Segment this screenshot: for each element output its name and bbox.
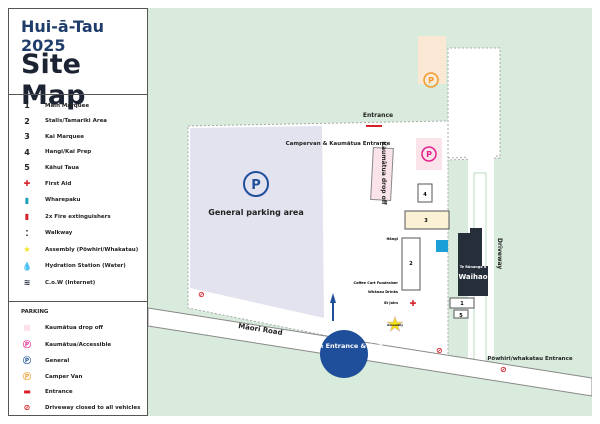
svg-text:2: 2	[409, 261, 413, 267]
no-entry-icon: ⊘	[198, 290, 205, 299]
no-entry-icon: ⊘	[436, 346, 443, 355]
toilet-icon: ▮	[24, 195, 30, 205]
legend-label: Kai Marquee	[45, 133, 84, 140]
legend-panel: Hui-ā-Tau 2025 Site Map 1 Main Marquee 2 St…	[8, 8, 148, 416]
legend-item: 1 Main Marquee	[17, 101, 89, 110]
legend-item: ▮ 2x Fire extinguishers	[17, 212, 111, 221]
powhiri-entrance-label: Pōwhiri/whakatau Entrance	[487, 356, 572, 362]
legend-item: ■ Kaumātua drop off	[17, 323, 103, 332]
svg-text:Te Rūnanga o: Te Rūnanga o	[460, 265, 487, 269]
legend-label: Walkway	[45, 230, 73, 236]
wifi-icon: ≋	[23, 278, 31, 287]
hydration-station-icon	[436, 240, 448, 252]
entrance-line-icon: ▬	[23, 387, 31, 396]
svg-text:4: 4	[423, 192, 427, 198]
general-parking-label: General parking area	[208, 208, 304, 217]
svg-text:Kaumātua drop off: Kaumātua drop off	[380, 141, 387, 204]
svg-text:P: P	[428, 76, 434, 85]
dropoff-swatch-icon: ■	[23, 323, 31, 332]
star-icon: ★	[23, 245, 31, 254]
svg-text:Waihao: Waihao	[458, 273, 487, 281]
event-title: Hui-ā-Tau 2025	[21, 17, 105, 55]
legend-item: ≋ C.o.W (Internet)	[17, 278, 96, 287]
campervan-entrance-label: Campervan & Kaumātua Entrance	[286, 141, 391, 147]
legend-number: 1	[24, 101, 30, 110]
fire-extinguisher-icon: ▮	[24, 212, 30, 221]
parking-accessible-icon: Ⓟ	[23, 340, 31, 349]
site-map: P P General parking area Kaumātua drop o…	[148, 8, 592, 416]
legend-item: ▮ Wharepaku	[17, 195, 81, 205]
legend-item: 💧 Hydration Station (Water)	[17, 262, 126, 271]
svg-text:Main Entrance & Exit: Main Entrance & Exit	[306, 342, 383, 350]
svg-text:1: 1	[460, 301, 464, 307]
parking-general-icon: Ⓟ	[23, 356, 31, 365]
svg-text:P: P	[426, 150, 432, 159]
maori-road	[148, 307, 592, 397]
legend-item: Ⓟ Camper Van	[17, 371, 82, 382]
legend-item: Ⓟ Kaumātua/Accessible	[17, 339, 111, 350]
legend-item: ▬ Entrance	[17, 387, 73, 396]
legend-label: Kaumātua/Accessible	[45, 341, 112, 348]
svg-text:3: 3	[424, 218, 428, 224]
legend-label: Kaumātua drop off	[45, 324, 104, 331]
legend-item: 3 Kai Marquee	[17, 132, 84, 141]
main-entrance-badge	[320, 330, 368, 378]
parking-heading: PARKING	[21, 309, 49, 315]
svg-text:5: 5	[459, 313, 463, 319]
water-drop-icon: 💧	[22, 261, 32, 271]
legend-label: Assembly (Pōwhiri/Whakatau)	[45, 246, 139, 253]
entrance-label: Entrance	[363, 112, 393, 119]
legend-number: 4	[24, 147, 30, 157]
parking-campervan-icon: Ⓟ	[23, 372, 31, 381]
legend-label: Kāhui Taua	[45, 164, 79, 171]
page-title: Site Map	[21, 49, 86, 111]
legend-label: Camper Van	[45, 373, 83, 380]
waihao-building	[458, 228, 488, 296]
legend-label: Stalls/Tamariki Area	[45, 118, 108, 124]
legend-item: 4 Hangi/Kai Prep	[17, 148, 91, 157]
legend-label: First Aid	[45, 180, 72, 187]
svg-text:P: P	[251, 178, 261, 193]
svg-text:Whānau Drinks: Whānau Drinks	[368, 290, 398, 294]
svg-text:Coffee Cart Fundraiser: Coffee Cart Fundraiser	[354, 281, 399, 285]
legend-item: 2 Stalls/Tamariki Area	[17, 117, 107, 126]
legend-item: ⁚ Walkway	[17, 229, 72, 238]
legend-label: C.o.W (Internet)	[45, 279, 96, 286]
legend-label: Hydration Station (Water)	[45, 263, 126, 269]
legend-item: ★ Assembly (Pōwhiri/Whakatau)	[17, 245, 138, 254]
parking-general-icon	[243, 171, 269, 197]
legend-label: Main Marquee	[45, 102, 90, 109]
legend-item: ⊘ Driveway closed to all vehicles	[17, 403, 141, 412]
kaumatua-dropoff-area	[370, 146, 394, 202]
entrance-marker	[366, 125, 382, 127]
svg-text:Driveway: Driveway	[496, 238, 503, 269]
assembly-star-icon: ★	[386, 312, 404, 336]
legend-label: General	[45, 357, 70, 364]
legend-item: 5 Kāhui Taua	[17, 163, 79, 172]
entrance-arrow-icon	[330, 293, 336, 321]
legend-item: ✚ First Aid	[17, 179, 72, 188]
no-entry-icon: ⊘	[23, 403, 31, 412]
legend-label: Driveway closed to all vehicles	[45, 404, 141, 411]
parking-campervan-icon	[423, 72, 439, 88]
general-parking-area	[190, 126, 324, 318]
no-entry-icon: ⊘	[500, 365, 507, 374]
legend-number: 3	[24, 132, 30, 141]
legend-label: 2x Fire extinguishers	[45, 213, 111, 220]
first-aid-icon: ✚	[23, 179, 31, 188]
first-aid-icon: ✚	[410, 299, 417, 308]
walkway-icon: ⁚	[25, 228, 29, 238]
svg-text:Hāngi: Hāngi	[387, 237, 399, 241]
parking-accessible-icon	[421, 146, 437, 162]
legend-number: 2	[24, 116, 30, 126]
legend-label: Wharepaku	[45, 197, 81, 203]
legend-item: Ⓟ General	[17, 355, 69, 366]
legend-label: Hangi/Kai Prep	[45, 149, 92, 155]
svg-text:St John: St John	[384, 301, 399, 305]
legend-number: 5	[24, 163, 30, 172]
campervan-parking-area	[418, 36, 446, 84]
svg-text:Assembly: Assembly	[387, 323, 403, 327]
legend-label: Entrance	[45, 388, 73, 395]
